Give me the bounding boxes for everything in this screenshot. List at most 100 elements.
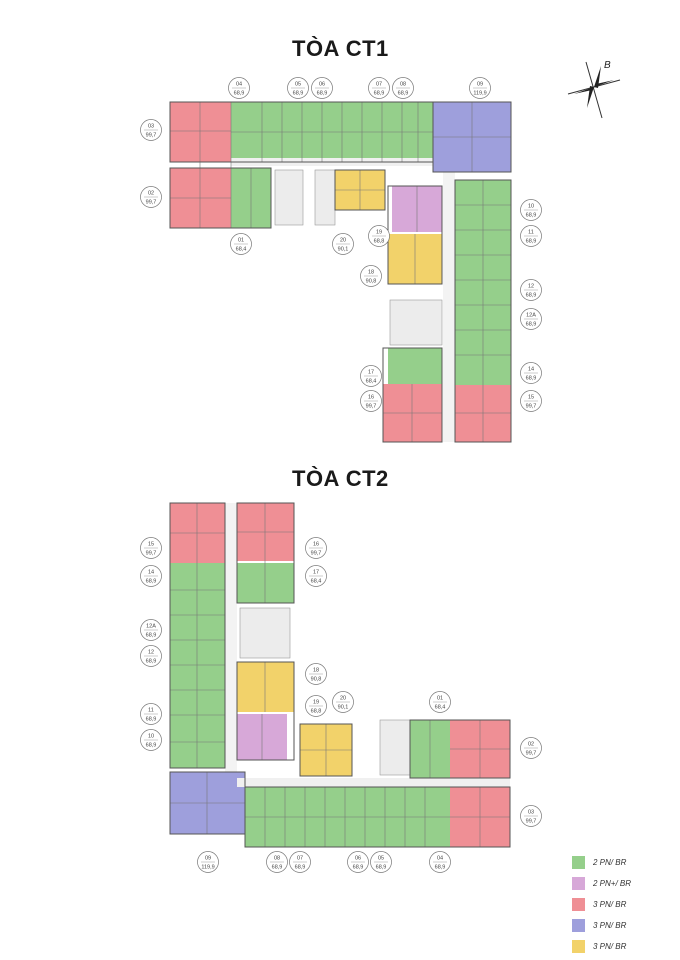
unit-area: 68,9 — [295, 865, 306, 871]
core — [314, 169, 336, 226]
core — [389, 299, 443, 346]
legend-label: 3 PN/ BR — [593, 942, 627, 951]
unit-area: 68,9 — [146, 743, 157, 749]
unit-area: 68,9 — [398, 91, 409, 97]
unit-number: 11 — [148, 708, 154, 714]
ct1-plan — [169, 101, 512, 443]
unit-number: 08 — [400, 82, 406, 88]
unit-area: 99,7 — [526, 404, 537, 410]
unit-area: 68,9 — [526, 239, 537, 245]
unit-number: 10 — [528, 204, 534, 210]
unit-number: 06 — [319, 82, 325, 88]
core — [379, 719, 411, 776]
unit-number: 09 — [477, 82, 483, 88]
unit-number: 04 — [236, 82, 242, 88]
unit-number: 02 — [528, 742, 534, 748]
legend: 2 PN/ BR 2 PN+/ BR 3 PN/ BR 3 PN/ BR 3 P… — [572, 852, 631, 957]
unit-area: 68,9 — [374, 91, 385, 97]
ct1-unit-labels: 0468,90568,90668,90768,90868,909119,9039… — [140, 77, 542, 412]
legend-label: 2 PN/ BR — [593, 858, 627, 867]
ct1-label-08: 08 68,9 — [392, 77, 414, 99]
unit-number: 15 — [528, 395, 534, 401]
ct1-label-09: 09 119,9 — [469, 77, 491, 99]
unit-area: 119,9 — [473, 91, 486, 97]
ct2-label-02: 02 99,7 — [520, 737, 542, 759]
legend-swatch — [572, 919, 585, 932]
unit-area: 68,8 — [311, 709, 322, 715]
unit-number: 11 — [528, 230, 534, 236]
unit-area: 68,9 — [146, 633, 157, 639]
unit-area: 68,9 — [435, 865, 446, 871]
ct1-label-14: 14 68,9 — [520, 362, 542, 384]
unit-18 — [237, 662, 294, 712]
ct1-label-10: 10 68,9 — [520, 199, 542, 221]
unit-number: 12A — [526, 313, 536, 319]
unit-area: 68,8 — [374, 239, 385, 245]
unit-number: 12 — [528, 284, 534, 290]
ct1-label-06: 06 68,9 — [311, 77, 333, 99]
legend-label: 2 PN+/ BR — [593, 879, 632, 888]
unit-area: 90,8 — [311, 677, 322, 683]
core — [239, 607, 291, 659]
core — [274, 169, 304, 226]
unit-area: 68,9 — [293, 91, 304, 97]
unit-03 — [170, 102, 231, 162]
unit-number: 01 — [238, 238, 244, 244]
unit-area: 68,9 — [526, 213, 537, 219]
unit-area: 99,7 — [146, 551, 157, 557]
unit-number: 03 — [148, 124, 154, 130]
unit-area: 68,9 — [146, 717, 157, 723]
legend-swatch — [572, 856, 585, 869]
ct2-label-04: 04 68,9 — [429, 851, 451, 873]
ct2-label-15: 15 99,7 — [140, 537, 162, 559]
compass-letter: B — [604, 60, 611, 71]
unit-area: 90,1 — [338, 705, 349, 711]
ct2-label-12A: 12A 68,9 — [140, 619, 162, 641]
unit-area: 68,4 — [311, 579, 322, 585]
unit-number: 10 — [148, 734, 154, 740]
unit-number: 12 — [148, 650, 154, 656]
unit-area: 68,9 — [317, 91, 328, 97]
ct1-label-12A: 12A 68,9 — [520, 308, 542, 330]
legend-item: 3 PN/ BR — [572, 894, 631, 915]
unit-area: 68,9 — [353, 865, 364, 871]
legend-item: 3 PN/ BR — [572, 915, 631, 936]
unit-area: 99,7 — [526, 751, 537, 757]
unit-number: 18 — [313, 668, 319, 674]
unit-number: 15 — [148, 542, 154, 548]
unit-number: 19 — [376, 230, 382, 236]
unit-area: 99,7 — [311, 551, 322, 557]
unit-number: 18 — [368, 270, 374, 276]
legend-label: 3 PN/ BR — [593, 900, 627, 909]
unit-number: 04 — [437, 856, 443, 862]
legend-item: 3 PN/ BR — [572, 936, 631, 957]
unit-number: 05 — [378, 856, 384, 862]
unit-number: 06 — [355, 856, 361, 862]
unit-area: 68,9 — [526, 322, 537, 328]
unit-number: 12A — [146, 624, 156, 630]
title-ct2: TÒA CT2 — [292, 466, 389, 491]
ct2-label-10: 10 68,9 — [140, 729, 162, 751]
unit-area: 68,9 — [146, 579, 157, 585]
ct2-label-06: 06 68,9 — [347, 851, 369, 873]
legend-swatch — [572, 898, 585, 911]
unit-number: 14 — [528, 367, 534, 373]
unit-area: 68,9 — [526, 376, 537, 382]
ct2-label-11: 11 68,9 — [140, 703, 162, 725]
unit-number: 08 — [274, 856, 280, 862]
